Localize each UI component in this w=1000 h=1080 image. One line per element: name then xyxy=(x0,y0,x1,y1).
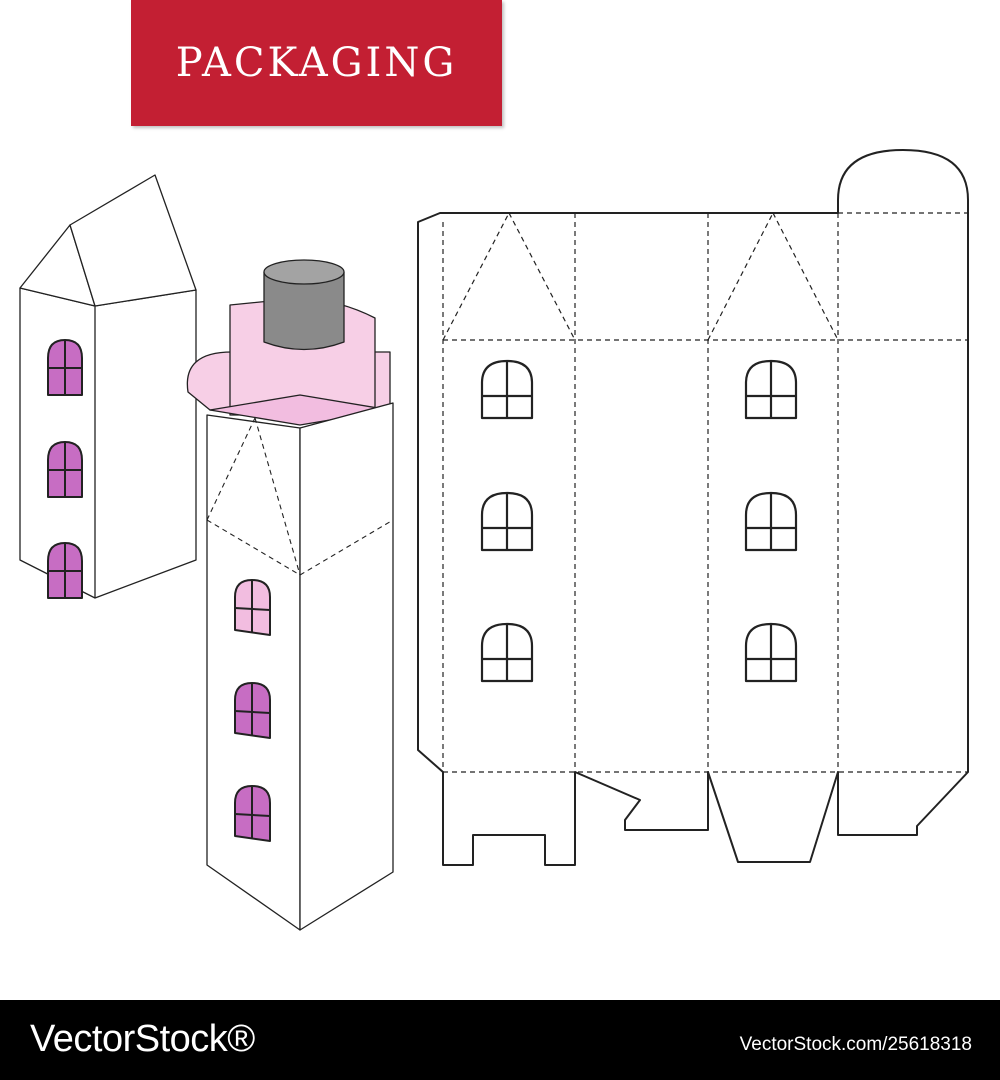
box2-window-1 xyxy=(234,579,271,636)
closed-house-box xyxy=(19,174,197,599)
vectorstock-logo[interactable]: VectorStock® xyxy=(30,1018,255,1060)
open-box-with-bottle xyxy=(186,259,394,931)
bottle-cap xyxy=(263,259,345,351)
vectorstock-footer: VectorStock® VectorStock.com/25618318 xyxy=(0,1000,1000,1080)
packaging-illustration xyxy=(19,149,969,931)
box1-window-1 xyxy=(47,339,83,396)
packaging-title: PACKAGING xyxy=(175,40,458,86)
box2-window-2 xyxy=(234,682,271,739)
box2-window-3 xyxy=(234,785,271,842)
dieline-window-p1-2 xyxy=(480,491,534,552)
box-dieline xyxy=(417,149,969,866)
box1-window-2 xyxy=(47,441,83,498)
dieline-window-p1-1 xyxy=(480,359,534,420)
dieline-window-p3-2 xyxy=(744,491,798,552)
dieline-window-p1-3 xyxy=(480,622,534,683)
dieline-window-p3-3 xyxy=(744,622,798,683)
image-url[interactable]: VectorStock.com/25618318 xyxy=(739,1034,972,1055)
box1-window-3 xyxy=(47,542,83,599)
dieline-window-p3-1 xyxy=(744,359,798,420)
packaging-title-badge: PACKAGING xyxy=(131,0,502,126)
